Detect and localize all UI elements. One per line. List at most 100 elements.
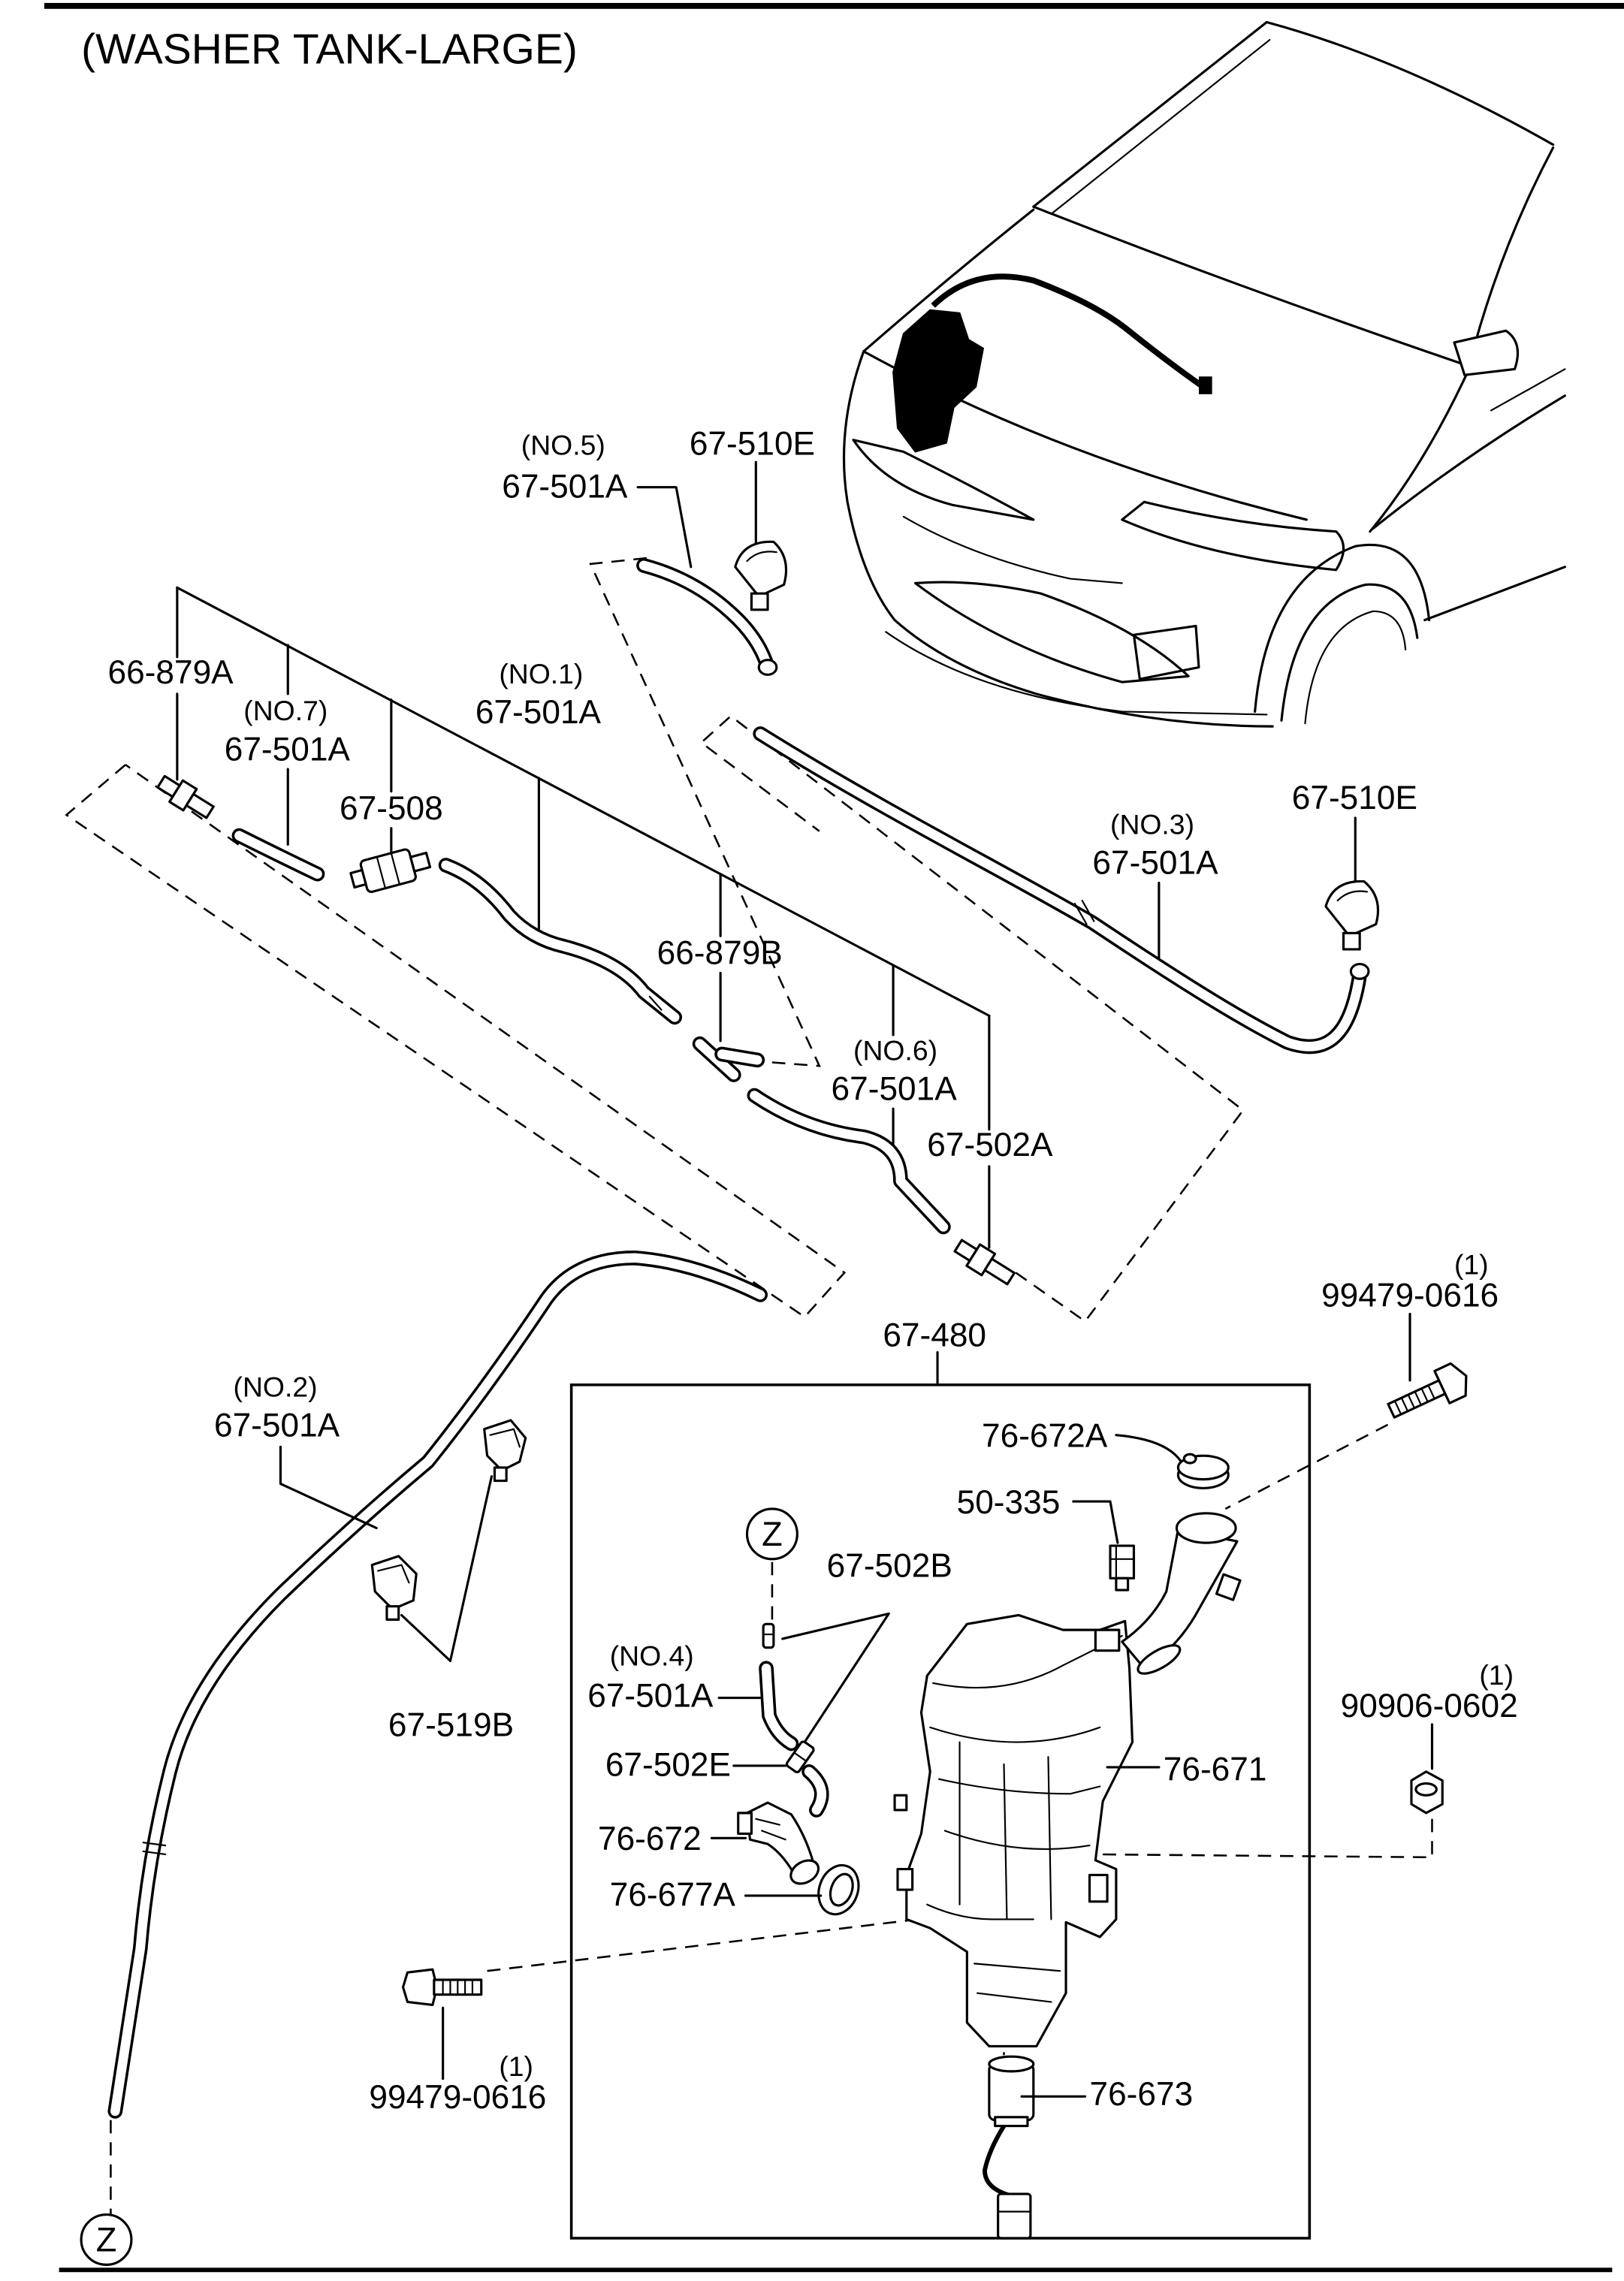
car-belt-line <box>1372 394 1566 530</box>
label-nut: 90906-0602 <box>1341 1688 1518 1724</box>
ref-marker-z-bottom: Z <box>80 2213 133 2266</box>
bolt-99479-0616-bottom <box>401 1968 483 2006</box>
top-border <box>44 2 1624 9</box>
car-wheel-inner <box>1304 610 1407 725</box>
ref-z-top-label: Z <box>762 1515 783 1553</box>
label-no6: (NO.6) <box>853 1034 937 1066</box>
label-connector-a: 66-879A <box>107 654 234 691</box>
label-tank: 76-671 <box>1164 1751 1267 1788</box>
label-bolt-top-qty: (1) <box>1454 1248 1489 1280</box>
label-joint-e: 67-502E <box>605 1747 731 1784</box>
bolt-99479-0616-top <box>1387 1362 1468 1419</box>
leader-67-502B <box>781 1612 890 1744</box>
car-hood-left-edge <box>862 208 1035 353</box>
dashed-nut-to-tank <box>1092 1818 1433 1859</box>
label-nut-qty: (1) <box>1479 1659 1514 1691</box>
car-fog-light <box>1132 624 1200 680</box>
car-a-pillar <box>1032 20 1268 208</box>
label-pump-elbow: 76-672 <box>598 1821 702 1857</box>
joint-67-502E <box>785 1740 815 1773</box>
car-wheel-arch <box>1254 543 1431 714</box>
label-no4: (NO.4) <box>610 1640 694 1671</box>
label-joint-a: 67-502A <box>927 1127 1053 1163</box>
label-no3: (NO.3) <box>1110 809 1194 840</box>
label-nozzle-right: 67-510E <box>1292 780 1417 816</box>
label-connector-b: 66-879B <box>657 935 783 972</box>
label-nozzle-top: 67-510E <box>690 425 815 462</box>
hose-no2-joint-mark <box>142 1842 167 1855</box>
car-front-face <box>842 350 1274 728</box>
lower-leader-lines <box>279 1312 1434 2098</box>
pump-elbow-76-672 <box>737 1801 820 1885</box>
label-bolt-bottom-qty: (1) <box>499 2050 533 2082</box>
car-cowl <box>1032 205 1471 368</box>
leader-hose-no2 <box>279 1445 378 1530</box>
label-hose-no7: 67-501A <box>225 731 351 768</box>
joint-67-502A <box>953 1239 1016 1286</box>
dashed-box-left <box>65 764 847 1319</box>
car-wheel <box>1280 583 1419 722</box>
car-a-pillar-inner <box>1050 38 1271 216</box>
washer-tank-76-671 <box>893 1512 1242 2048</box>
label-bolt-top: 99479-0616 <box>1321 1278 1499 1314</box>
washer-harness-wire <box>931 273 1206 390</box>
dashed-bolt-top-to-tank <box>1224 1423 1389 1510</box>
nozzle-67-510E-right <box>1324 880 1379 980</box>
filler-neck-band <box>1136 1644 1182 1675</box>
leader-main-diagonal <box>176 586 991 1017</box>
label-hose-no5: 67-501A <box>502 468 628 505</box>
car-door-line <box>1490 368 1566 412</box>
grommet-76-677A <box>817 1863 860 1916</box>
label-check-valve: 67-508 <box>340 790 443 827</box>
label-hose-no1: 67-501A <box>475 694 602 731</box>
hose-no2 <box>107 1250 768 2119</box>
car-roof <box>1265 20 1555 146</box>
clamp-67-519B-lower <box>370 1555 418 1621</box>
car-mirror <box>1453 329 1519 376</box>
label-hose-no4: 67-501A <box>587 1677 714 1714</box>
hose-no7 <box>231 828 325 882</box>
label-hose-no6: 67-501A <box>832 1070 958 1107</box>
car-illustration <box>842 20 1566 728</box>
connector-66-879A <box>156 774 215 819</box>
ref-marker-z-top: Z <box>745 1507 798 1561</box>
connector-66-879B <box>692 1036 765 1082</box>
hoses <box>107 558 1368 2119</box>
label-clamp: 67-519B <box>388 1707 514 1744</box>
hose-no3-joint-mark <box>1073 899 1095 925</box>
label-hose-no3: 67-501A <box>1092 845 1218 882</box>
car-upper-grille <box>902 515 1123 584</box>
cap-76-672A <box>1176 1453 1230 1489</box>
hose-no6 <box>747 1088 951 1235</box>
nut-90906-0602 <box>1410 1770 1444 1815</box>
leader-76-672A <box>1115 1434 1182 1463</box>
car-hood-right-edge <box>1369 367 1471 533</box>
leader-hose-no5 <box>636 486 693 569</box>
car-right-headlight <box>1121 500 1345 572</box>
dashed-no5-guide <box>589 557 821 1067</box>
label-cap: 76-672A <box>982 1417 1108 1454</box>
hose-no5 <box>636 558 775 675</box>
upper-leader-lines <box>176 460 1357 1386</box>
ref-z-bottom-label: Z <box>96 2221 117 2259</box>
washer-harness-connector <box>1198 376 1212 394</box>
label-no5: (NO.5) <box>521 429 605 460</box>
label-no1: (NO.1) <box>499 658 583 689</box>
pump-76-673 <box>983 2055 1035 2240</box>
bottom-border <box>59 2267 1613 2273</box>
washer-tank-silhouette <box>892 309 985 453</box>
car-bumper-lip <box>885 631 1268 716</box>
leader-50-335 <box>1072 1500 1119 1544</box>
joint-67-502B <box>762 1622 775 1649</box>
dashed-bolt-bottom-to-tank <box>487 1918 919 1972</box>
hose-no3 <box>753 726 1368 1055</box>
labels: (WASHER TANK-LARGE) (NO.5) 67-501A 67-51… <box>81 26 1518 2116</box>
nozzle-67-510E-top <box>734 540 788 676</box>
dashed-box-right <box>699 714 1245 1323</box>
pump-wire <box>983 2125 1011 2198</box>
label-joint-b: 67-502B <box>827 1547 952 1584</box>
car-left-headlight <box>852 439 1035 521</box>
label-tank-assy: 67-480 <box>883 1317 986 1354</box>
pump-connector <box>997 2192 1032 2240</box>
